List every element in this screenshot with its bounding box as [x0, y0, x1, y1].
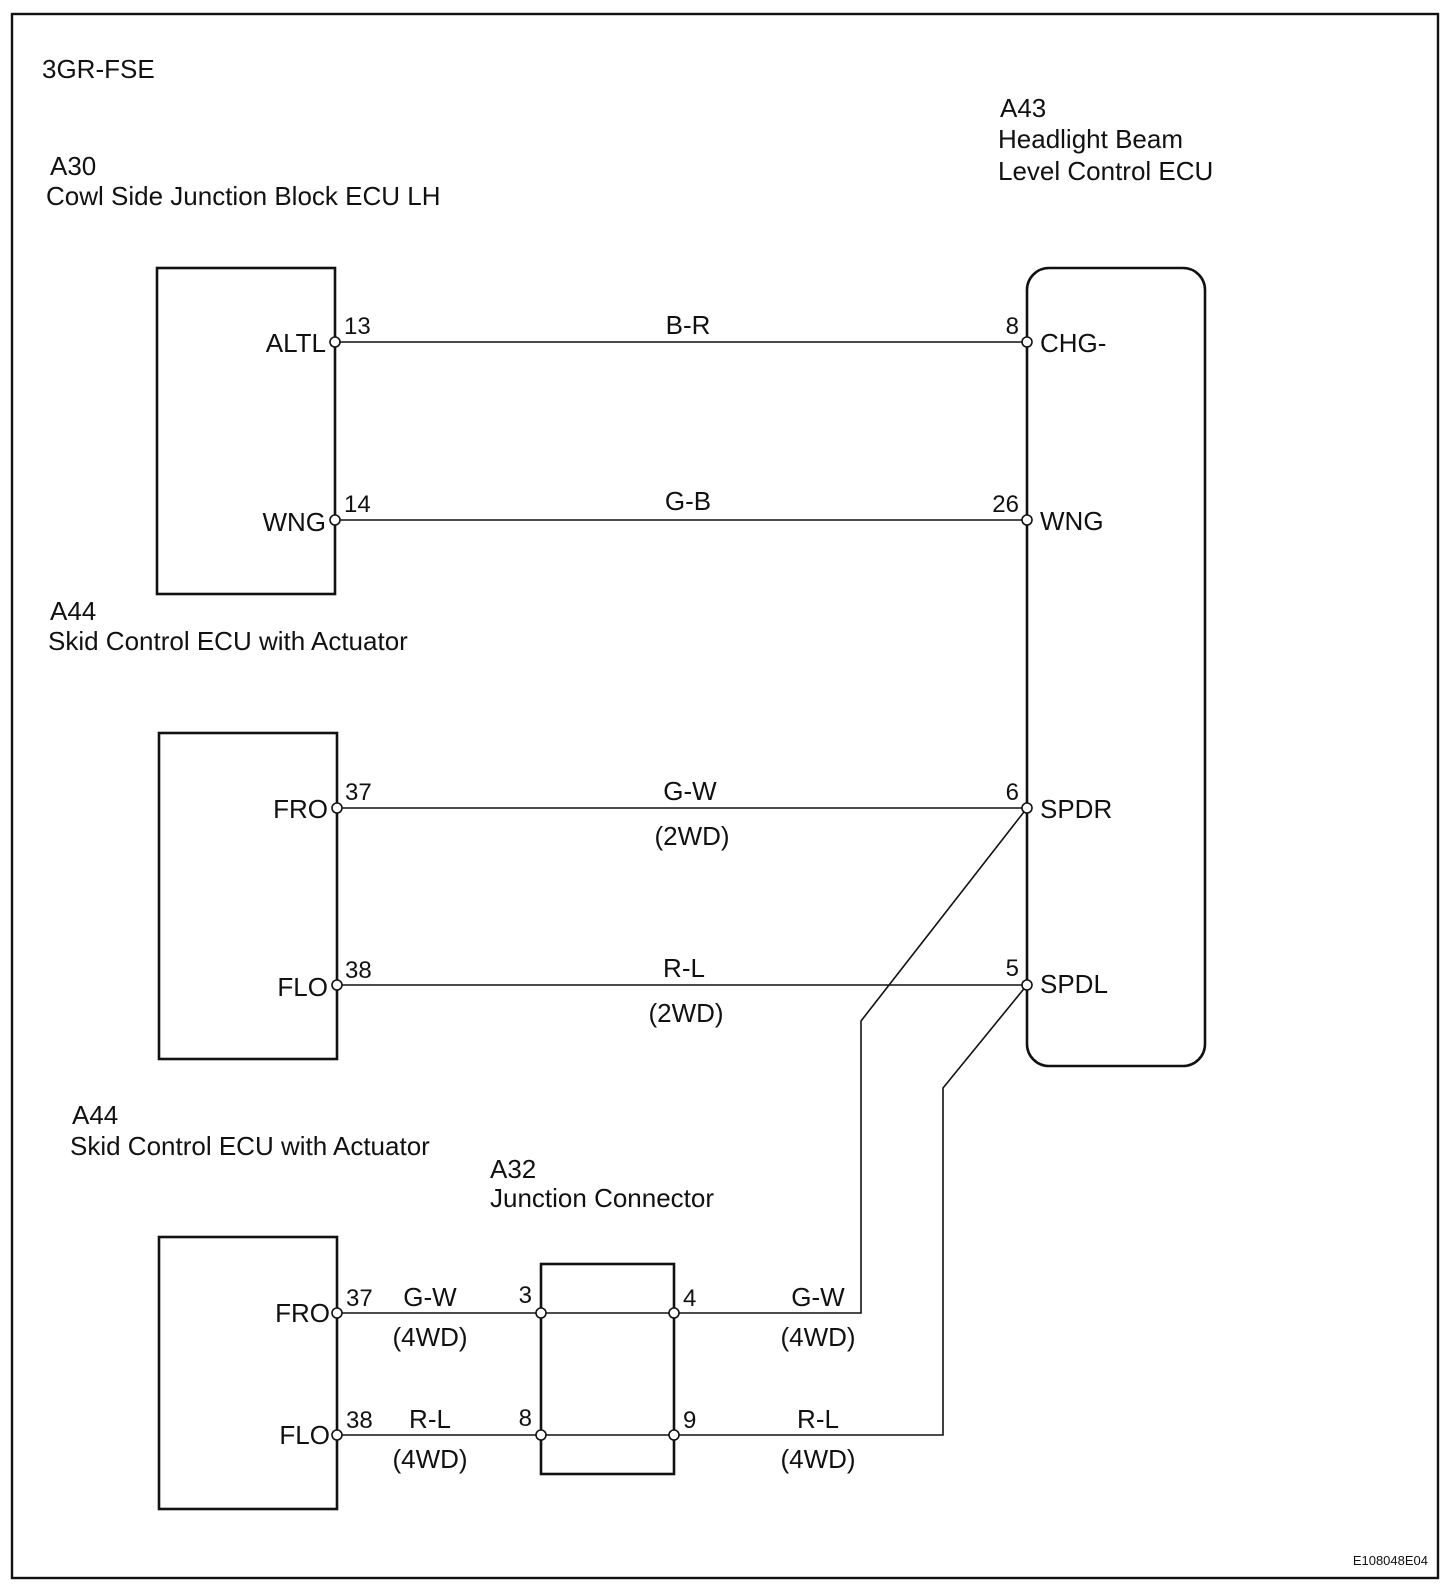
- a43-wng-name: WNG: [1040, 506, 1104, 536]
- a43-wng-pin: 26: [992, 491, 1019, 518]
- a43-spdl-pin: 5: [1006, 955, 1019, 982]
- wire-r-l-4wd-right-variant: (4WD): [780, 1444, 855, 1474]
- a44u-fro-name: FRO: [273, 794, 328, 824]
- wire-g-w-4wd-right-variant: (4WD): [780, 1322, 855, 1352]
- a44-upper-connector-box: [157, 731, 339, 1061]
- a44-lower-header: A44 Skid Control ECU with Actuator: [70, 1100, 430, 1161]
- a30-altl-name: ALTL: [266, 328, 326, 358]
- a44l-flo-pin: 38: [346, 1407, 373, 1434]
- wire-b-r-color: B-R: [666, 310, 711, 340]
- wire-r-l-4wd-right-color: R-L: [797, 1404, 839, 1434]
- a43-connector-box: [1025, 266, 1207, 1068]
- a44l-flo-name: FLO: [279, 1420, 330, 1450]
- a43-spdr-name: SPDR: [1040, 794, 1112, 824]
- figure-id: E108048E04: [1353, 1553, 1428, 1568]
- wire-g-w-4wd-right: [674, 807, 1028, 1314]
- wire-g-w-4wd-left-color: G-W: [403, 1282, 457, 1312]
- wire-g-w-4wd-left-variant: (4WD): [392, 1322, 467, 1352]
- a32-name: Junction Connector: [490, 1183, 714, 1213]
- a43-spdr-pin: 6: [1006, 779, 1019, 806]
- a43-name-line1: Headlight Beam: [998, 124, 1183, 154]
- node-a44l-38: [331, 1429, 343, 1441]
- a30-altl-pin: 13: [344, 313, 371, 340]
- a30-wng-pin: 14: [344, 491, 371, 518]
- diagram-frame: [10, 12, 1440, 1580]
- wire-g-w-2wd-variant: (2WD): [654, 821, 729, 851]
- a43-spdl-name: SPDL: [1040, 969, 1108, 999]
- node-a43-26: [1021, 514, 1033, 526]
- a32-code: A32: [490, 1154, 536, 1184]
- a30-connector-box: [155, 266, 337, 596]
- a44-lower-code: A44: [72, 1100, 118, 1130]
- a43-code: A43: [1000, 93, 1046, 123]
- a44l-fro-pin: 37: [346, 1285, 373, 1312]
- a44-lower-name: Skid Control ECU with Actuator: [70, 1131, 430, 1161]
- wire-g-b-color: G-B: [665, 486, 711, 516]
- node-a30-14: [329, 514, 341, 526]
- wire-r-l-4wd-right: [674, 984, 1028, 1436]
- a32-header: A32 Junction Connector: [490, 1154, 714, 1213]
- a32-pin-8: 8: [519, 1405, 532, 1432]
- a32-pin-4: 4: [683, 1285, 696, 1312]
- a43-header: A43 Headlight Beam Level Control ECU: [998, 93, 1213, 186]
- a30-wng-name: WNG: [262, 507, 326, 537]
- a32-pin-3: 3: [519, 1282, 532, 1309]
- a44-lower-connector-box: [157, 1235, 339, 1511]
- a44u-flo-pin: 38: [345, 957, 372, 984]
- a44l-fro-name: FRO: [275, 1298, 330, 1328]
- a43-name-line2: Level Control ECU: [998, 156, 1213, 186]
- wire-g-w-4wd-right-color: G-W: [791, 1282, 845, 1312]
- a44u-flo-name: FLO: [277, 972, 328, 1002]
- a43-chg-pin: 8: [1006, 313, 1019, 340]
- a44-upper-code: A44: [50, 596, 96, 626]
- node-a44u-38: [331, 979, 343, 991]
- node-a43-8: [1021, 336, 1033, 348]
- node-a30-13: [329, 336, 341, 348]
- wire-g-w-2wd-color: G-W: [663, 776, 717, 806]
- a32-pin-9: 9: [683, 1407, 696, 1434]
- a44-upper-name: Skid Control ECU with Actuator: [48, 626, 408, 656]
- node-a32-9: [668, 1429, 680, 1441]
- node-a43-5: [1021, 979, 1033, 991]
- wire-r-l-4wd-left-color: R-L: [409, 1404, 451, 1434]
- a44u-fro-pin: 37: [345, 779, 372, 806]
- a43-chg-name: CHG-: [1040, 328, 1106, 358]
- node-a32-8: [535, 1429, 547, 1441]
- wire-r-l-2wd-color: R-L: [663, 953, 705, 983]
- node-a43-6: [1021, 802, 1033, 814]
- node-a32-4: [668, 1307, 680, 1319]
- a30-name: Cowl Side Junction Block ECU LH: [46, 181, 441, 211]
- a32-connector-box: [539, 1262, 676, 1476]
- a44-upper-header: A44 Skid Control ECU with Actuator: [48, 596, 408, 656]
- engine-label: 3GR-FSE: [42, 54, 155, 84]
- a30-header: A30 Cowl Side Junction Block ECU LH: [46, 151, 441, 211]
- node-a32-3: [535, 1307, 547, 1319]
- a30-code: A30: [50, 151, 96, 181]
- node-a44l-37: [331, 1307, 343, 1319]
- node-a44u-37: [331, 802, 343, 814]
- wire-r-l-4wd-left-variant: (4WD): [392, 1444, 467, 1474]
- wire-r-l-2wd-variant: (2WD): [648, 998, 723, 1028]
